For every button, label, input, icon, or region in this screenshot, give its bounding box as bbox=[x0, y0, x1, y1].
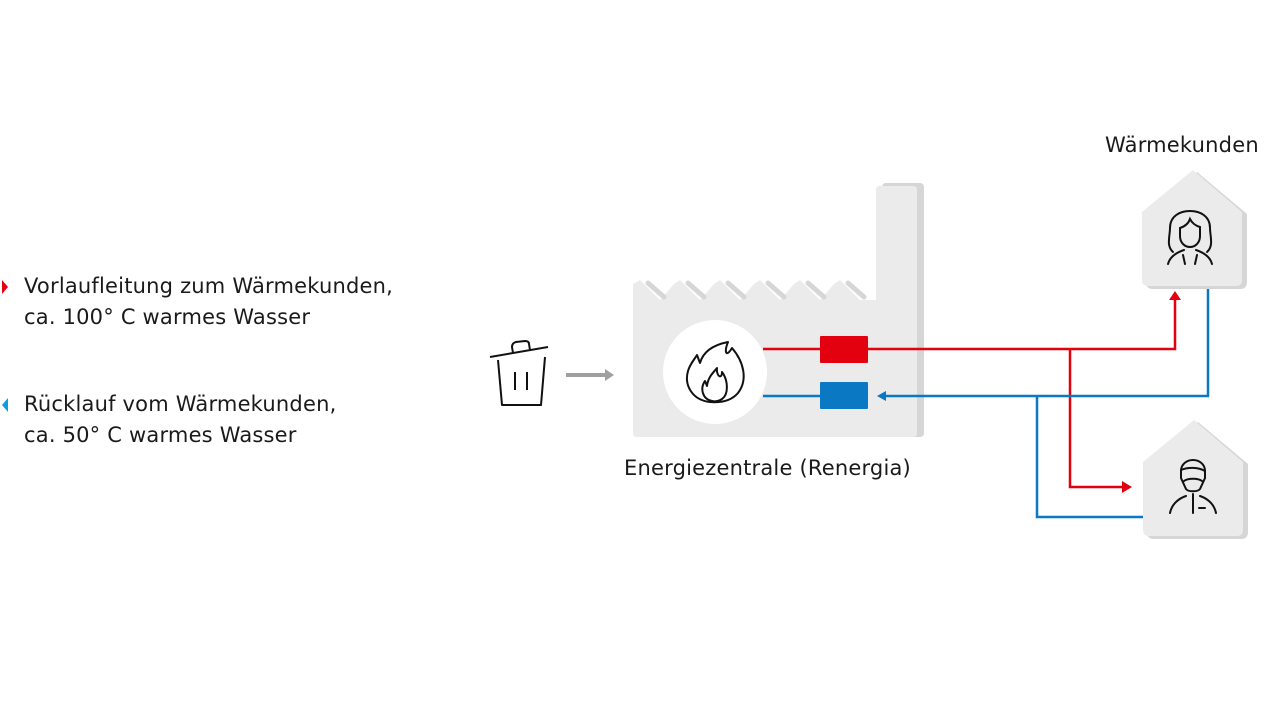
supply-arrow-right bbox=[1122, 481, 1132, 493]
woman-icon bbox=[1167, 209, 1213, 265]
return-legend-line2: ca. 50° C warmes Wasser bbox=[24, 423, 297, 447]
factory-icon bbox=[633, 183, 924, 437]
return-legend-line1: Rücklauf vom Wärmekunden, bbox=[24, 392, 337, 416]
arrow-right-icon bbox=[566, 369, 614, 381]
supply-arrow-up bbox=[1169, 291, 1181, 300]
return-arrow-left bbox=[877, 391, 886, 401]
supply-legend-line2: ca. 100° C warmes Wasser bbox=[24, 305, 311, 329]
man-icon bbox=[1169, 458, 1217, 514]
trash-icon bbox=[489, 340, 549, 406]
plant-label: Energiezentrale (Renergia) bbox=[624, 456, 911, 480]
house-icon bbox=[1142, 170, 1247, 289]
supply-legend-marker bbox=[2, 280, 8, 294]
customers-label: Wärmekunden bbox=[1105, 133, 1259, 157]
return-pipe bbox=[763, 286, 1210, 519]
return-heat-exchanger bbox=[820, 382, 868, 409]
flame-icon bbox=[686, 341, 745, 404]
supply-legend-line1: Vorlaufleitung zum Wärmekunden, bbox=[24, 274, 394, 298]
supply-heat-exchanger bbox=[820, 336, 868, 363]
return-legend-marker bbox=[2, 398, 8, 412]
